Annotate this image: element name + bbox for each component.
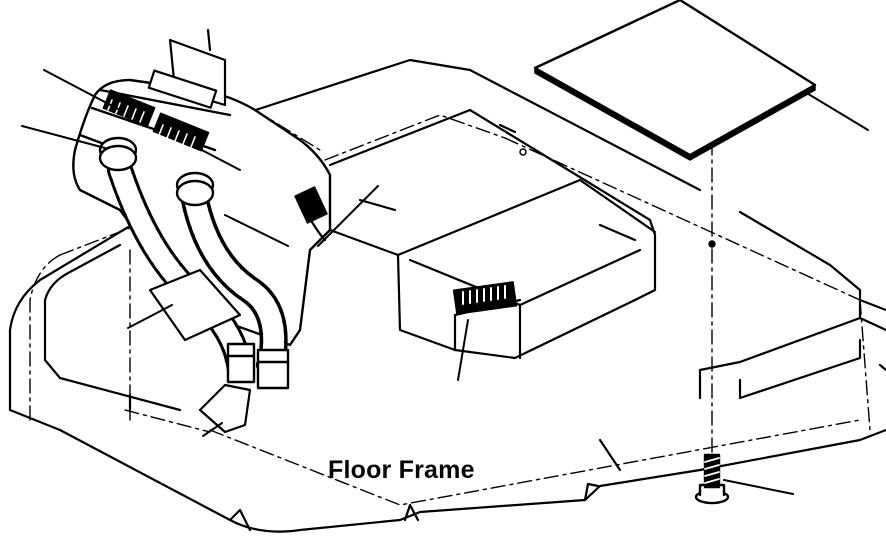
top-connector-panel bbox=[147, 28, 227, 109]
floor-frame-label: Floor Frame bbox=[328, 456, 475, 484]
hose-collar-icon bbox=[98, 136, 290, 390]
box-connector-icon bbox=[452, 281, 518, 315]
cover-plate-icon bbox=[533, 0, 817, 161]
leader-lines bbox=[21, 69, 869, 495]
screw-icon bbox=[694, 240, 730, 505]
bracket-plate bbox=[148, 268, 252, 434]
control-unit-box bbox=[323, 108, 657, 360]
housing-connector-icon bbox=[102, 89, 210, 152]
floor-frame-outline bbox=[8, 58, 886, 533]
